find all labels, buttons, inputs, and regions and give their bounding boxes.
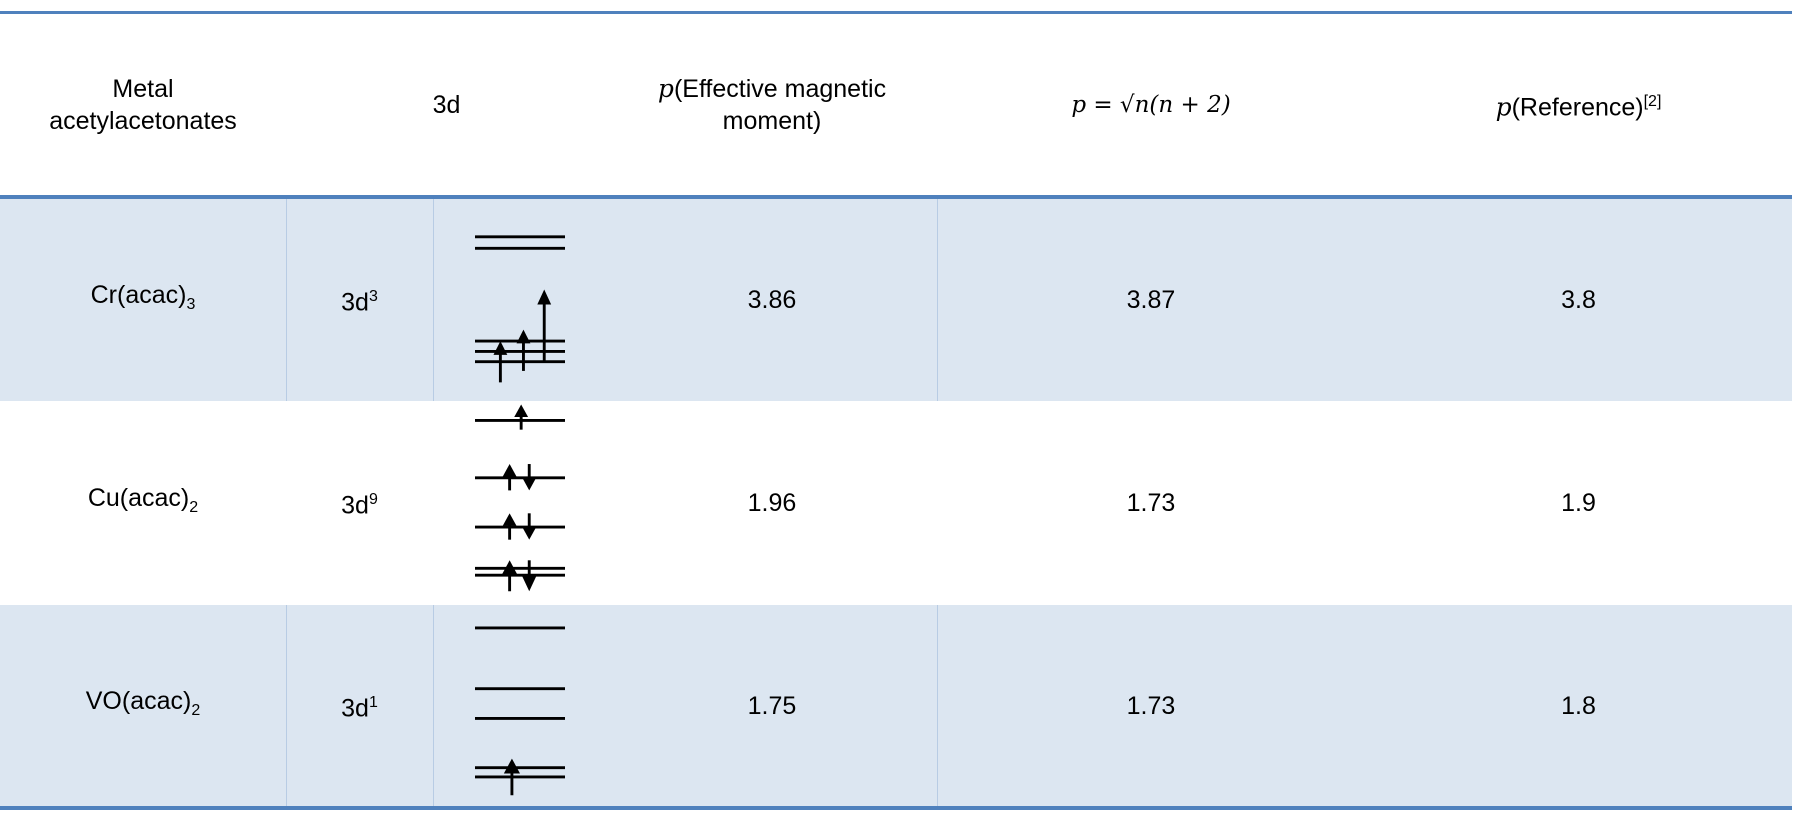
p-symbol: p <box>1495 92 1512 122</box>
config: 3d9 <box>341 491 378 520</box>
orbital-diagram-d1 <box>475 626 565 796</box>
divider <box>433 605 434 807</box>
header-ref-text: p(Reference)[2] <box>1496 86 1662 123</box>
config: 3d1 <box>341 694 378 723</box>
divider <box>286 605 287 807</box>
divider <box>286 199 287 401</box>
orbital-diagram-d9 <box>475 404 565 592</box>
config: 3d3 <box>341 288 378 317</box>
p-calc-value: 3.87 <box>1126 286 1176 314</box>
ref-label: (Reference) <box>1511 93 1644 122</box>
p-calc-value: 1.73 <box>1126 692 1176 720</box>
compound: VO(acac)2 <box>85 687 201 719</box>
compound: Cu(acac)2 <box>87 484 199 516</box>
orbital-diagram-d3 <box>475 235 565 383</box>
ref-citation: [2] <box>1643 93 1662 111</box>
header-metal: Metal acetylacetonates <box>0 13 286 197</box>
p-eff-value: 3.86 <box>747 286 797 314</box>
p-eff-value: 1.75 <box>747 692 797 720</box>
header-peff-text: p(Effective magnetic moment) <box>612 73 932 137</box>
p-symbol: p <box>657 74 674 103</box>
header-3d: 3d <box>286 13 607 197</box>
top-rule <box>0 11 1792 14</box>
divider <box>937 199 938 401</box>
p-eff-value: 1.96 <box>747 489 797 517</box>
p-ref-value: 1.9 <box>1561 489 1596 517</box>
header-reference: p(Reference)[2] <box>1365 13 1792 197</box>
header-metal-text: Metal acetylacetonates <box>49 75 237 135</box>
table-row: Cr(acac)3 3d3 3.86 3.87 3.8 <box>0 199 1792 401</box>
table-header: Metal acetylacetonates 3d p(Effective ma… <box>0 13 1792 197</box>
bottom-rule <box>0 806 1792 810</box>
divider <box>937 605 938 807</box>
p-ref-value: 1.8 <box>1561 692 1596 720</box>
divider <box>433 199 434 401</box>
header-rule <box>0 195 1792 199</box>
compound: Cr(acac)3 <box>90 281 196 313</box>
p-ref-value: 3.8 <box>1561 286 1596 314</box>
header-3d-text: 3d <box>432 91 461 119</box>
peff-label: (Effective magnetic moment) <box>673 75 887 135</box>
header-peff: p(Effective magnetic moment) <box>607 13 937 197</box>
p-calc-value: 1.73 <box>1126 489 1176 517</box>
table-row: VO(acac)2 3d1 1.75 1.73 1.8 <box>0 605 1792 807</box>
formula-text: p = √n(n + 2) <box>1071 92 1231 118</box>
header-formula: p = √n(n + 2) <box>937 13 1365 197</box>
table-row: Cu(acac)2 3d9 1.96 1.73 1.9 <box>0 401 1792 605</box>
